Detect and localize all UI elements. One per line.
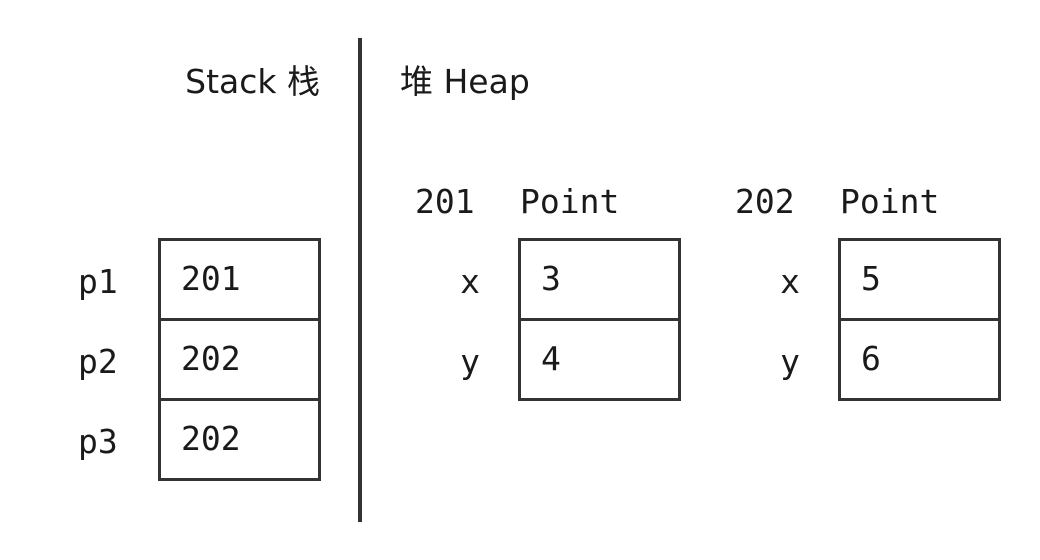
- stack-cell-value: 202: [181, 419, 241, 458]
- heap-field-cell: 5: [838, 238, 1001, 321]
- heap-object-type: Point: [520, 182, 620, 221]
- stack-heap-divider: [358, 38, 362, 522]
- heap-field-name: y: [460, 342, 480, 381]
- heap-field-cell: 3: [518, 238, 681, 321]
- heap-field-value: 3: [541, 259, 561, 298]
- stack-cell-value: 201: [181, 259, 241, 298]
- heap-object-address: 202: [735, 182, 795, 221]
- heap-field-cell: 4: [518, 318, 681, 401]
- stack-var-name: p1: [78, 262, 118, 301]
- stack-cell: 201: [158, 238, 321, 321]
- heap-field-name: x: [460, 262, 480, 301]
- stack-title: Stack 栈: [185, 62, 320, 101]
- heap-field-name: x: [780, 262, 800, 301]
- stack-cell: 202: [158, 398, 321, 481]
- stack-var-name: p2: [78, 342, 118, 381]
- heap-field-value: 4: [541, 339, 561, 378]
- stack-cell-value: 202: [181, 339, 241, 378]
- heap-field-value: 5: [861, 259, 881, 298]
- heap-object-type: Point: [840, 182, 940, 221]
- stack-var-name: p3: [78, 422, 118, 461]
- heap-object-address: 201: [415, 182, 475, 221]
- heap-title: 堆 Heap: [400, 62, 530, 101]
- heap-field-value: 6: [861, 339, 881, 378]
- heap-field-cell: 6: [838, 318, 1001, 401]
- heap-field-name: y: [780, 342, 800, 381]
- stack-cell: 202: [158, 318, 321, 401]
